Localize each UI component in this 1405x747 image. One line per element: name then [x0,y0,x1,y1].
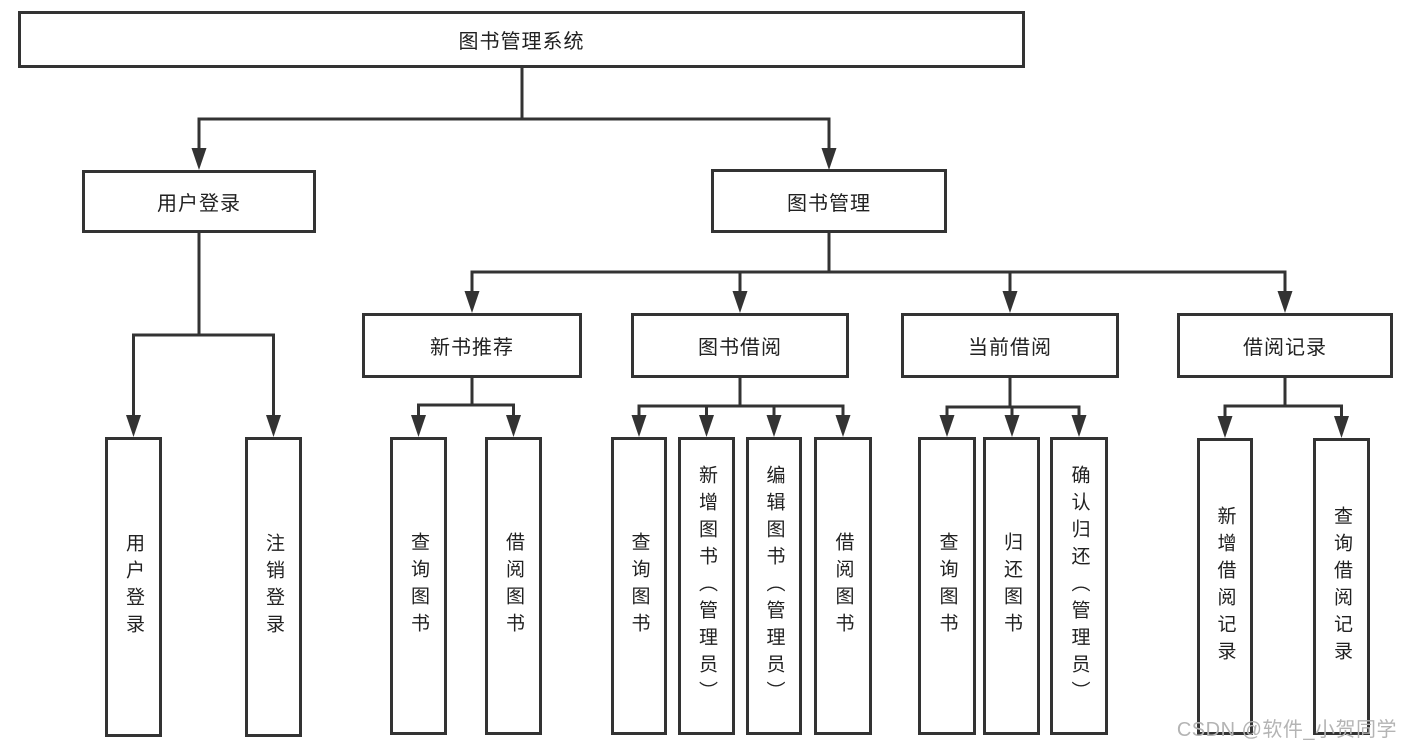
leaf-edit-books: 编辑图书（管理员） [746,437,802,735]
node-current-borrow: 当前借阅 [901,313,1119,378]
leaf-query-books-current-label: 查询图书 [936,532,958,640]
node-book-borrow: 图书借阅 [631,313,849,378]
leaf-logout: 注销登录 [245,437,302,737]
node-current-borrow-label: 当前借阅 [968,337,1052,359]
leaf-query-books-rec-label: 查询图书 [408,532,429,640]
leaf-confirm-return-label: 确认归还（管理员） [1068,464,1090,708]
leaf-return-books: 归还图书 [983,437,1040,735]
node-user-login-label: 用户登录 [157,193,241,215]
leaf-return-books-label: 归还图书 [1001,532,1022,640]
leaf-query-books-borrow: 查询图书 [611,437,667,735]
node-book-borrow-label: 图书借阅 [698,337,782,359]
node-new-book-rec-label: 新书推荐 [430,337,514,359]
leaf-logout-label: 注销登录 [263,533,284,641]
leaf-borrow-books-borrow-label: 借阅图书 [832,532,854,640]
leaf-edit-books-label: 编辑图书（管理员） [763,464,785,708]
leaf-query-books-current: 查询图书 [918,437,976,735]
leaf-borrow-books-rec-label: 借阅图书 [503,532,524,640]
leaf-user-login-label: 用户登录 [123,533,144,641]
node-root: 图书管理系统 [18,11,1025,68]
leaf-borrow-books-rec: 借阅图书 [485,437,542,735]
node-user-login: 用户登录 [82,170,316,233]
leaf-add-borrow-record-label: 新增借阅记录 [1214,505,1236,668]
leaf-borrow-books-borrow: 借阅图书 [814,437,872,735]
leaf-query-books-rec: 查询图书 [390,437,447,735]
leaf-query-books-borrow-label: 查询图书 [628,532,650,640]
leaf-add-books-label: 新增图书（管理员） [696,464,717,708]
leaf-add-borrow-record: 新增借阅记录 [1197,438,1253,735]
node-new-book-rec: 新书推荐 [362,313,582,378]
leaf-query-borrow-record: 查询借阅记录 [1313,438,1370,735]
node-borrow-records-label: 借阅记录 [1243,337,1327,359]
node-root-label: 图书管理系统 [458,31,585,53]
leaf-add-books: 新增图书（管理员） [678,437,735,735]
node-borrow-records: 借阅记录 [1177,313,1393,378]
csdn-watermark: CSDN @软件_小贺同学 [1176,719,1397,741]
leaf-query-borrow-record-label: 查询借阅记录 [1331,505,1352,668]
node-book-mgmt: 图书管理 [711,169,947,233]
leaf-confirm-return: 确认归还（管理员） [1050,437,1108,735]
leaf-user-login: 用户登录 [105,437,162,737]
node-book-mgmt-label: 图书管理 [787,192,871,215]
